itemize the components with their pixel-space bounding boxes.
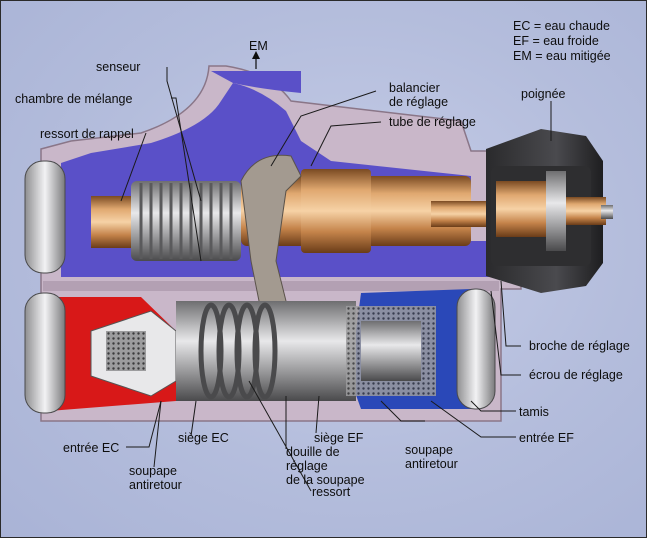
legend-ec: EC = eau chaude xyxy=(513,19,610,33)
legend-em: EM = eau mitigée xyxy=(513,49,611,63)
label-ressort-de-rappel: ressort de rappel xyxy=(40,127,134,141)
em-arrow xyxy=(252,51,260,69)
label-soupape-right-line2: antiretour xyxy=(405,457,458,471)
left-end-caps xyxy=(24,160,66,414)
label-douille-line1: douille de xyxy=(286,445,340,459)
label-soupape-left-line1: soupape xyxy=(129,464,177,478)
label-entree-ef: entrée EF xyxy=(519,431,574,445)
label-siege-ef: siège EF xyxy=(314,431,364,445)
label-em: EM xyxy=(249,39,268,53)
label-soupape-antiretour-right: soupape antiretour xyxy=(405,443,458,471)
label-siege-ec: siège EC xyxy=(178,431,229,445)
label-soupape-right-line1: soupape xyxy=(405,443,453,457)
legend-ef: EF = eau froide xyxy=(513,34,599,48)
label-poignee: poignée xyxy=(521,87,566,101)
label-soupape-left-line2: antiretour xyxy=(129,478,182,492)
return-spring xyxy=(91,181,241,261)
label-douille-line3: de la soupape xyxy=(286,473,365,487)
label-entree-ec: entrée EC xyxy=(63,441,120,455)
label-soupape-antiretour-left: soupape antiretour xyxy=(129,464,182,492)
label-ecrou-de-reglage: écrou de réglage xyxy=(529,368,623,382)
lower-cartridge xyxy=(90,301,436,401)
label-douille-de-reglage: douille de réglage de la soupape xyxy=(286,445,365,487)
label-balancier-line2: de réglage xyxy=(389,95,449,109)
label-tube-de-reglage: tube de réglage xyxy=(389,115,476,129)
label-ressort: ressort xyxy=(312,485,351,499)
label-chambre-de-melange: chambre de mélange xyxy=(15,92,133,106)
label-balancier: balancier de réglage xyxy=(389,81,448,109)
label-balancier-line1: balancier xyxy=(389,81,440,95)
leader-lines xyxy=(120,67,552,492)
adjustment-tube xyxy=(241,169,511,253)
legend: EC = eau chaude EF = eau froide EM = eau… xyxy=(513,19,611,64)
label-broche-de-reglage: broche de réglage xyxy=(529,339,630,353)
right-lower-cap xyxy=(456,288,496,410)
label-tamis: tamis xyxy=(519,405,549,419)
label-douille-line2: réglage xyxy=(286,459,328,473)
label-senseur: senseur xyxy=(96,60,141,74)
handle xyxy=(486,129,613,293)
